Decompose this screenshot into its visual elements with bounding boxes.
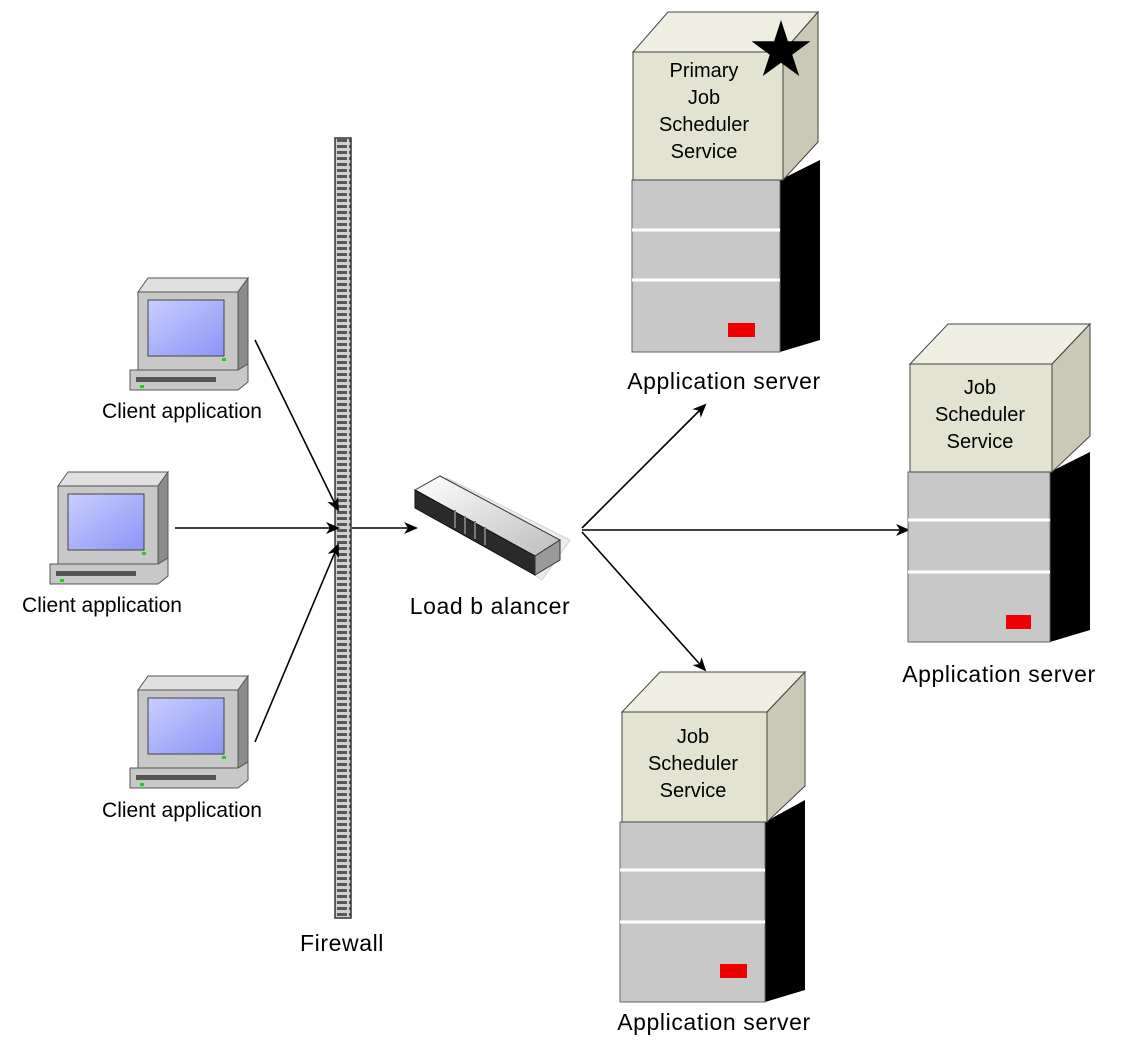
application-server-3 bbox=[619, 670, 807, 1003]
arrow-lb-server-bottom bbox=[581, 531, 707, 672]
load-balancer-label: Load b alancer bbox=[409, 593, 571, 619]
arrow-client1-firewall bbox=[254, 339, 339, 512]
server-label-3: Application server bbox=[617, 1009, 811, 1035]
server-indicator-1 bbox=[728, 323, 755, 337]
connection-arrows bbox=[175, 339, 910, 743]
client-label-1: Client application bbox=[102, 400, 262, 423]
client-computer-1 bbox=[129, 276, 249, 391]
application-server-2 bbox=[907, 322, 1092, 643]
primary-star-icon bbox=[751, 20, 811, 76]
server-label-1: Application server bbox=[627, 368, 821, 394]
service-label-3: Job Scheduler Service bbox=[647, 726, 739, 802]
server-indicator-3 bbox=[720, 964, 747, 978]
client-computer-2 bbox=[49, 470, 169, 585]
arrow-lb-server-top bbox=[581, 403, 707, 529]
server-label-2: Application server bbox=[902, 661, 1096, 687]
application-server-1 bbox=[631, 10, 820, 353]
client-label-2: Client application bbox=[22, 594, 182, 617]
client-computer-3 bbox=[129, 674, 249, 789]
client-label-3: Client application bbox=[102, 799, 262, 822]
load-balancer-device bbox=[413, 475, 571, 581]
firewall-label: Firewall bbox=[299, 930, 385, 956]
service-label-2: Job Scheduler Service bbox=[934, 377, 1026, 453]
arrow-client3-firewall bbox=[254, 543, 339, 743]
server-indicator-2 bbox=[1006, 615, 1031, 629]
service-label-1: Primary Job Scheduler Service bbox=[658, 60, 750, 163]
